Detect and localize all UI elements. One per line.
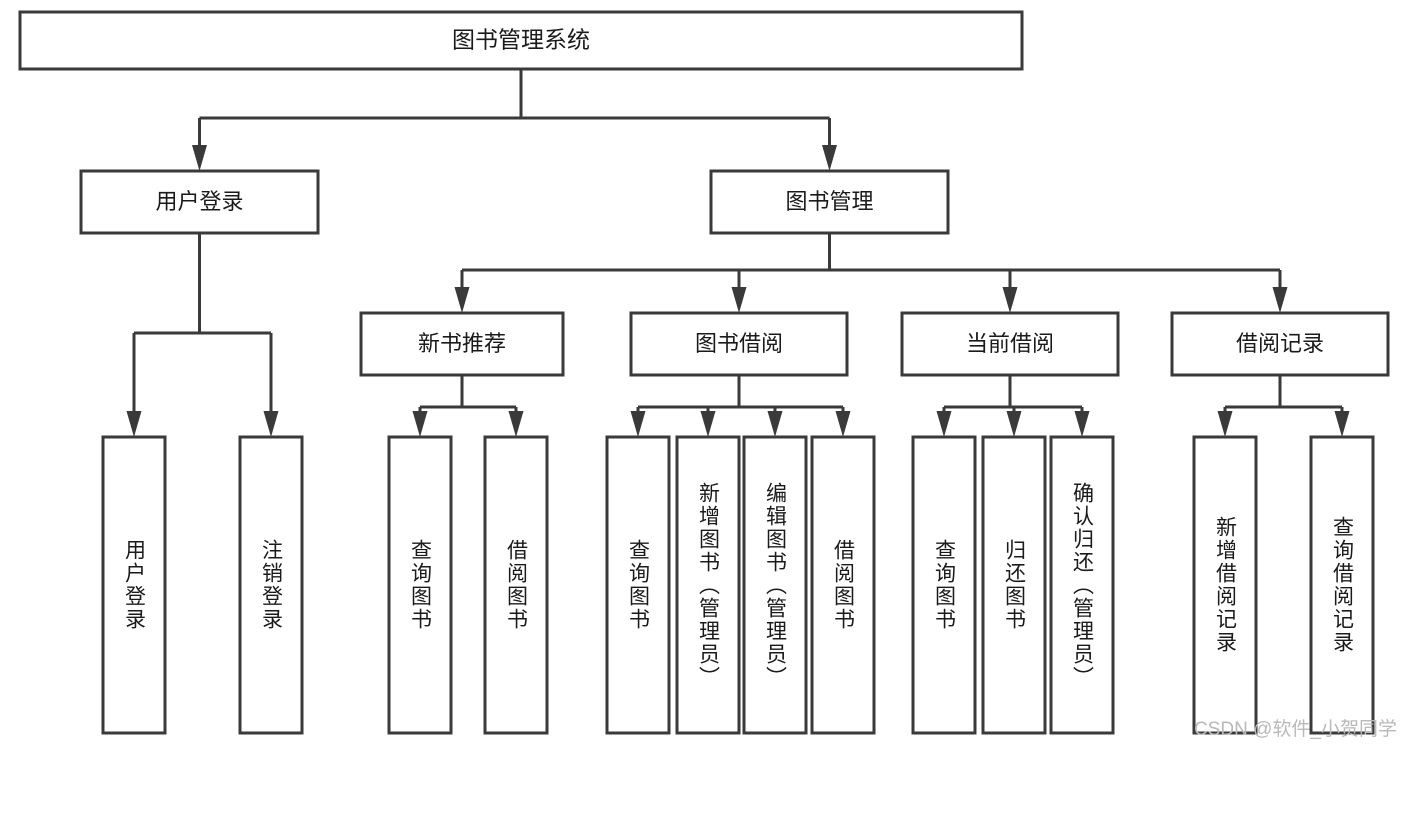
node-new-book-recommend[interactable]: 新书推荐: [359, 311, 565, 377]
node-box: [238, 435, 304, 735]
arrowhead-icon: [1334, 411, 1350, 437]
node-box: [101, 435, 167, 735]
node-leaf-add-book[interactable]: [675, 435, 741, 735]
node-box: [981, 435, 1047, 735]
node-box: [900, 311, 1120, 377]
arrowhead-icon: [1272, 287, 1288, 313]
node-leaf-query-record[interactable]: [1309, 435, 1375, 735]
node-label: 用户登录: [155, 189, 243, 214]
node-user-login[interactable]: 用户登录: [79, 169, 320, 235]
node-book-manage[interactable]: 图书管理: [709, 169, 950, 235]
arrowhead-icon: [1074, 411, 1090, 437]
node-label: 图书管理: [785, 189, 873, 214]
arrowhead-icon: [822, 145, 837, 171]
connector-layer: [126, 69, 1350, 437]
node-leaf-add-record[interactable]: [1192, 435, 1258, 735]
node-leaf-query-book-2[interactable]: [605, 435, 671, 735]
node-box: [1049, 435, 1115, 735]
arrowhead-icon: [412, 411, 428, 437]
node-root[interactable]: 图书管理系统: [18, 10, 1024, 71]
node-leaf-borrow-book-1[interactable]: [483, 435, 549, 735]
arrowhead-icon: [731, 287, 747, 313]
node-leaf-query-book-1[interactable]: [387, 435, 453, 735]
node-box: [79, 169, 320, 235]
node-leaf-logout[interactable]: [238, 435, 304, 735]
flowchart-canvas: 图书管理系统用户登录图书管理新书推荐图书借阅当前借阅借阅记录 用户登录注销登录查…: [18, 10, 1397, 740]
node-borrow-record[interactable]: 借阅记录: [1170, 311, 1390, 377]
arrowhead-icon: [767, 411, 783, 437]
node-box: [675, 435, 741, 735]
node-leaf-confirm-return[interactable]: [1049, 435, 1115, 735]
node-box: [810, 435, 876, 735]
node-leaf-query-book-3[interactable]: [911, 435, 977, 735]
arrowhead-icon: [192, 145, 207, 171]
node-box: [742, 435, 808, 735]
node-box: [1170, 311, 1390, 377]
arrowhead-icon: [835, 411, 851, 437]
arrowhead-icon: [508, 411, 524, 437]
arrowhead-icon: [1217, 411, 1233, 437]
watermark-text: CSDN @软件_小贺同学: [1194, 719, 1397, 740]
node-label: 新书推荐: [418, 331, 506, 356]
arrowhead-icon: [126, 411, 142, 437]
node-box: [709, 169, 950, 235]
arrowhead-icon: [700, 411, 716, 437]
node-leaf-user-login[interactable]: [101, 435, 167, 735]
node-label: 借阅记录: [1236, 331, 1324, 356]
node-leaf-borrow-book-2[interactable]: [810, 435, 876, 735]
node-box: [1309, 435, 1375, 735]
arrowhead-icon: [1002, 287, 1018, 313]
arrowhead-icon: [936, 411, 952, 437]
node-box: [911, 435, 977, 735]
arrowhead-icon: [1006, 411, 1022, 437]
node-leaf-edit-book[interactable]: [742, 435, 808, 735]
node-box: [1192, 435, 1258, 735]
arrowhead-icon: [630, 411, 646, 437]
node-box: [387, 435, 453, 735]
node-leaf-return-book[interactable]: [981, 435, 1047, 735]
arrowhead-icon: [263, 411, 279, 437]
node-current-borrow[interactable]: 当前借阅: [900, 311, 1120, 377]
node-box: [605, 435, 671, 735]
node-label: 图书借阅: [695, 331, 783, 356]
node-box: [483, 435, 549, 735]
node-box: [18, 10, 1024, 71]
arrowhead-icon: [454, 287, 470, 313]
node-label: 当前借阅: [966, 331, 1054, 356]
node-label: 图书管理系统: [452, 27, 590, 53]
node-book-borrow[interactable]: 图书借阅: [629, 311, 849, 377]
node-box: [359, 311, 565, 377]
node-box: [629, 311, 849, 377]
